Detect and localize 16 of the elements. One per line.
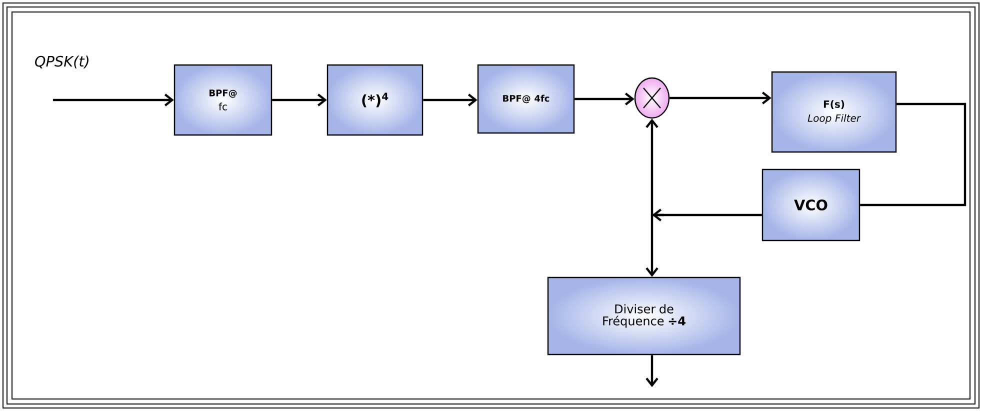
arrow (670, 92, 772, 104)
arrow (646, 118, 762, 277)
arrow (53, 94, 174, 106)
arrow (272, 94, 327, 106)
process-box: VCO (762, 168, 860, 242)
process-box: (*)$^{4}$ (326, 64, 424, 136)
signal-label: QPSK(t) (35, 56, 88, 68)
connector-line (860, 102, 966, 206)
process-box: BPF@ fc (174, 64, 272, 136)
process-box: Diviser de Fréquence ÷4 (547, 276, 741, 356)
mixer-symbol (634, 77, 670, 119)
arrow (574, 92, 634, 106)
process-box: BPF@ 4fc (477, 64, 575, 134)
process-box: F(s) Loop Filter (771, 71, 897, 153)
arrow (646, 355, 658, 388)
arrow (423, 94, 478, 106)
